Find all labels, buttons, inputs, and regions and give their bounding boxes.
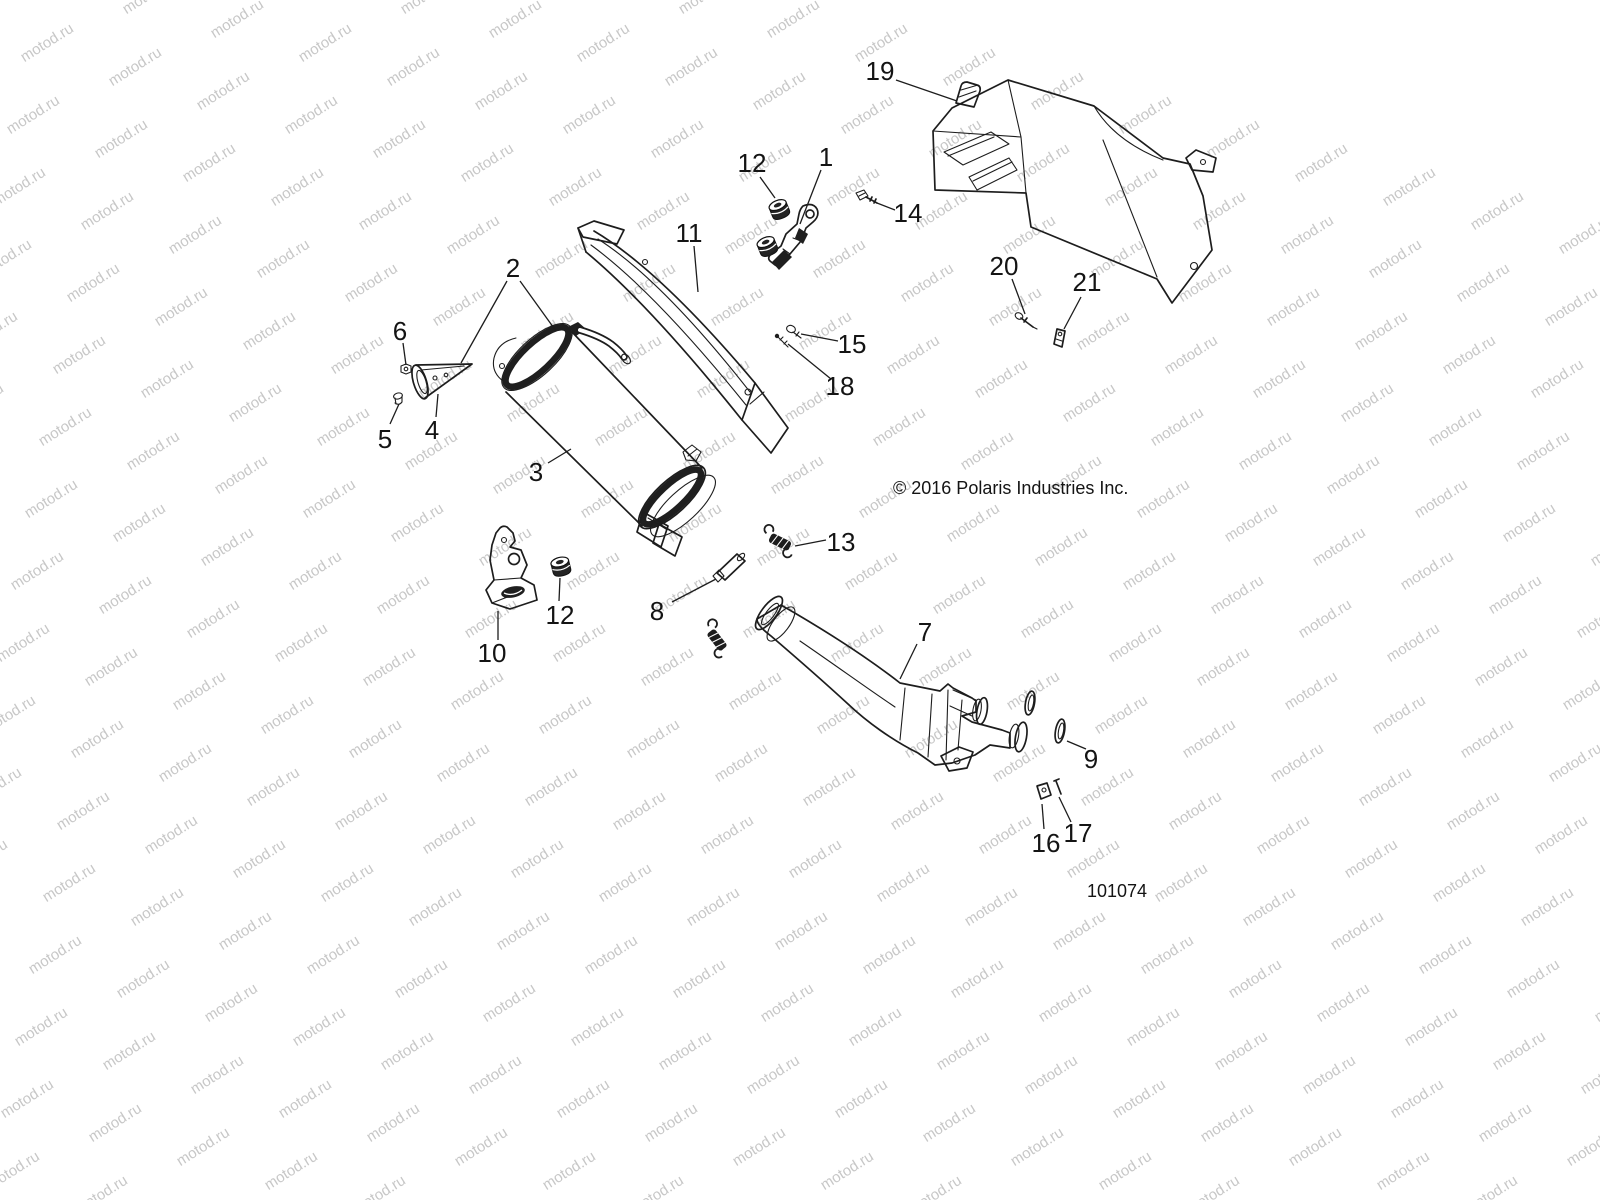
leader-20 — [1011, 278, 1026, 315]
front-clamp-band — [502, 323, 572, 391]
callout-11: 11 — [676, 218, 703, 248]
exhaust-spring-left — [695, 616, 737, 661]
callout-3: 3 — [529, 457, 543, 487]
leader-11 — [693, 245, 699, 293]
rear-clamp-band — [639, 466, 705, 528]
callout-15: 15 — [838, 329, 867, 359]
callout-17: 17 — [1064, 818, 1093, 848]
stud — [774, 333, 789, 348]
leader-lines — [389, 79, 1087, 830]
leader-5 — [389, 403, 400, 425]
callout-10: 10 — [478, 638, 507, 668]
spacer-tube — [712, 552, 746, 583]
grommet-lower — [754, 233, 780, 260]
callout-labels: 1 2 3 4 5 6 7 8 9 10 11 12 12 13 14 15 1… — [378, 56, 1102, 858]
exhaust-hanger-bracket — [767, 203, 819, 270]
deflector-nut — [400, 363, 412, 375]
muffler — [492, 322, 716, 557]
leader-2a — [460, 280, 508, 364]
muffler-heat-shield — [577, 220, 789, 454]
leader-6 — [402, 342, 407, 366]
callout-7: 7 — [918, 617, 932, 647]
callout-4: 4 — [425, 415, 439, 445]
callout-2: 2 — [506, 253, 520, 283]
callout-6: 6 — [393, 316, 407, 346]
callout-21: 21 — [1073, 267, 1102, 297]
leader-14 — [876, 202, 896, 211]
exhaust-tip-deflector — [411, 363, 473, 400]
leader-12a — [759, 176, 776, 199]
callout-13: 13 — [827, 527, 856, 557]
shield-screw — [855, 189, 878, 204]
callout-14: 14 — [894, 198, 923, 228]
copyright-notice: © 2016 Polaris Industries Inc. — [893, 478, 1128, 498]
grommet-upper — [766, 196, 792, 223]
leader-7 — [899, 643, 918, 680]
leader-13 — [794, 539, 827, 547]
callout-9: 9 — [1084, 744, 1098, 774]
leader-3 — [547, 448, 572, 464]
leader-2b — [519, 280, 557, 332]
lower-outlet-flange — [1014, 721, 1028, 753]
callout-16: 16 — [1032, 828, 1061, 858]
leader-17 — [1058, 796, 1072, 823]
head-pipe — [754, 595, 1028, 772]
pin-17 — [1053, 778, 1062, 795]
exhaust-gaskets — [1024, 690, 1066, 744]
callout-5: 5 — [378, 424, 392, 454]
callout-18: 18 — [826, 371, 855, 401]
retainer-clip-21 — [1053, 328, 1066, 348]
head-pipe-tab — [940, 746, 974, 772]
leader-19 — [895, 79, 958, 102]
deflector-bolt — [393, 392, 403, 405]
leader-1 — [799, 169, 822, 225]
leader-8 — [671, 578, 717, 603]
callout-8: 8 — [650, 596, 664, 626]
grommet-bracket — [549, 554, 573, 579]
shield-foot-bracket — [1185, 149, 1217, 173]
leader-15 — [800, 333, 839, 342]
leader-12b — [558, 577, 561, 602]
leader-21 — [1063, 296, 1082, 330]
flange-bolt — [786, 324, 802, 339]
retainer-clip-20 — [1014, 312, 1038, 330]
leader-18 — [787, 343, 832, 380]
rear-heat-shield — [932, 79, 1217, 304]
leader-9 — [1066, 740, 1087, 750]
leader-4 — [435, 393, 439, 418]
callout-19: 19 — [866, 56, 895, 86]
muffler-bracket — [485, 525, 538, 610]
exhaust-spring-right — [756, 522, 801, 560]
callout-20: 20 — [990, 251, 1019, 281]
leader-16 — [1041, 803, 1045, 830]
drawing-number: 101074 — [1087, 881, 1147, 901]
upper-outlet-flange — [975, 696, 989, 726]
clamp-16 — [1036, 782, 1052, 800]
callout-1: 1 — [819, 142, 833, 172]
callout-12a: 12 — [738, 148, 767, 178]
front-mount-ear — [492, 337, 517, 382]
callout-12b: 12 — [546, 600, 575, 630]
